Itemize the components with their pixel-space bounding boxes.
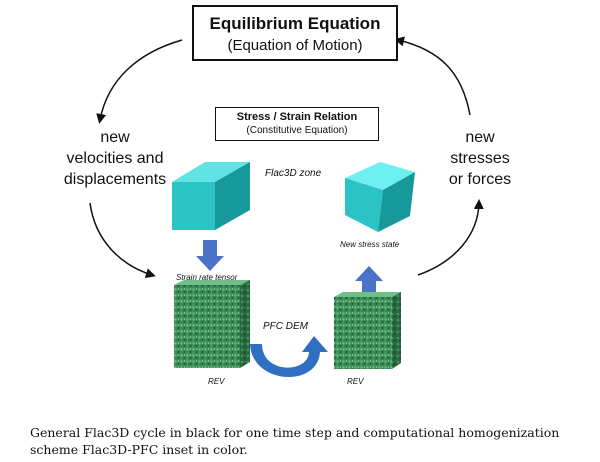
right-label-line-2: stresses	[450, 150, 510, 167]
flac3d-zone-cube-right	[345, 162, 415, 232]
rev-label-right: REV	[347, 377, 364, 386]
left-label-line-2: velocities and	[66, 150, 164, 167]
stress-strain-title: Stress / Strain Relation	[236, 111, 358, 123]
rev-granular-block-left	[174, 280, 250, 368]
flac3d-zone-cube-left	[172, 162, 250, 230]
pfc-dem-curved-arrow	[250, 336, 328, 378]
left-label-line-1: new	[100, 129, 130, 146]
cycle-arrow-bottom-left	[89, 202, 156, 278]
equilibrium-subtitle: (Equation of Motion)	[227, 37, 363, 54]
equilibrium-equation-box: Equilibrium Equation (Equation of Motion…	[192, 5, 398, 61]
figure-caption: General Flac3D cycle in black for one ti…	[30, 425, 560, 457]
left-label-line-3: displacements	[63, 171, 167, 188]
new-stress-arrow-up	[355, 266, 383, 296]
new-stress-state-label: New stress state	[340, 240, 400, 249]
homogenization-cycle-diagram	[89, 36, 484, 378]
stress-strain-subtitle: (Constitutive Equation)	[246, 125, 348, 136]
pfc-dem-label: PFC DEM	[263, 321, 308, 332]
rev-label-left: REV	[208, 377, 225, 386]
rev-granular-block-right	[334, 292, 401, 369]
strain-rate-label: Strain rate tensor	[176, 273, 238, 282]
flac3d-zone-label: Flac3D zone	[265, 168, 322, 179]
cycle-arrow-top-right	[394, 36, 471, 116]
new-velocities-label: new velocities and displacements	[40, 127, 190, 190]
cycle-arrow-top-left	[96, 39, 183, 124]
stress-strain-box: Stress / Strain Relation (Constitutive E…	[215, 107, 379, 141]
new-stresses-label: new stresses or forces	[430, 127, 530, 190]
cycle-arrow-bottom-right	[417, 199, 484, 276]
right-label-line-1: new	[465, 129, 495, 146]
equilibrium-title: Equilibrium Equation	[209, 14, 381, 33]
strain-rate-arrow-down	[196, 240, 224, 271]
right-label-line-3: or forces	[448, 171, 512, 188]
